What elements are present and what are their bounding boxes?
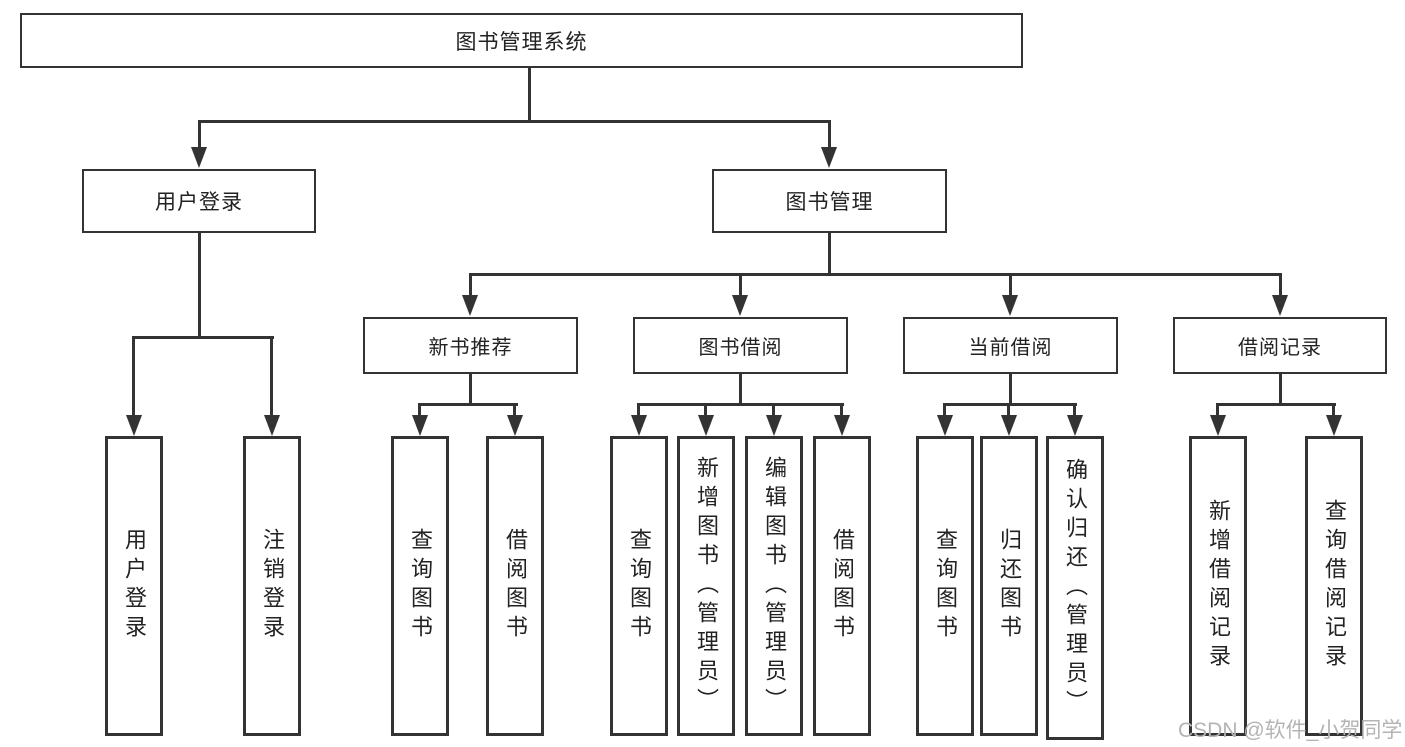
- connector-leaf-drop: [637, 403, 640, 418]
- arrow-down: [191, 147, 207, 168]
- connector-book-mgmt-stem: [828, 233, 831, 273]
- leaf-borrow-books-1-label: 借阅图书: [503, 528, 528, 644]
- connector-leaf-drop: [772, 403, 775, 418]
- node-current-borrow: 当前借阅: [903, 317, 1118, 374]
- leaf-add-books-admin-label: 新增图书（管理员）: [694, 455, 719, 717]
- connector-leaf-drop: [840, 403, 843, 418]
- node-book-borrow-label: 图书借阅: [698, 337, 783, 359]
- node-new-books: 新书推荐: [363, 317, 578, 374]
- connector-leaf-drop: [132, 336, 135, 418]
- csdn-watermark: CSDN @软件_小贺同学: [1178, 719, 1403, 742]
- leaf-query-books-3: 查询图书: [916, 436, 974, 736]
- arrow-down: [412, 415, 428, 436]
- arrow-down: [264, 415, 280, 436]
- node-book-mgmt-label: 图书管理: [785, 191, 874, 214]
- connector-current-borrow-branch: [943, 403, 1077, 406]
- arrow-down: [1002, 295, 1018, 316]
- arrow-down: [937, 415, 953, 436]
- leaf-return-books-label: 归还图书: [997, 528, 1022, 644]
- arrow-down: [1001, 415, 1017, 436]
- leaf-query-books-1-label: 查询图书: [408, 528, 433, 644]
- arrow-down: [1272, 295, 1288, 316]
- arrow-down: [462, 295, 478, 316]
- connector-root-stem: [528, 67, 531, 120]
- connector-leaf-drop: [1216, 403, 1219, 418]
- leaf-query-books-2-label: 查询图书: [627, 528, 652, 644]
- leaf-user-login: 用户登录: [105, 436, 163, 736]
- connector-book-mgmt-branch: [469, 273, 1282, 276]
- connector-leaf-drop: [513, 403, 516, 418]
- leaf-borrow-books-1: 借阅图书: [486, 436, 544, 736]
- node-user-login-label: 用户登录: [155, 191, 243, 214]
- connector-leaf-drop: [1332, 403, 1335, 418]
- leaf-add-books-admin: 新增图书（管理员）: [677, 436, 735, 736]
- connector-borrow-records-branch: [1216, 403, 1336, 406]
- connector-current-borrow-stem: [1009, 374, 1012, 403]
- connector-leaf-drop: [1007, 403, 1010, 418]
- connector-lvl3-drop: [1279, 273, 1282, 298]
- arrow-down: [834, 415, 850, 436]
- connector-leaf-drop: [1073, 403, 1076, 418]
- connector-leaf-drop: [418, 403, 421, 418]
- leaf-borrow-books-2-label: 借阅图书: [830, 528, 855, 644]
- node-borrow-records: 借阅记录: [1173, 317, 1387, 374]
- leaf-add-borrow-record-label: 新增借阅记录: [1206, 499, 1231, 673]
- arrow-down: [698, 415, 714, 436]
- connector-leaf-drop: [270, 336, 273, 418]
- leaf-borrow-books-2: 借阅图书: [813, 436, 871, 736]
- leaf-edit-books-admin: 编辑图书（管理员）: [745, 436, 803, 736]
- connector-user-login-drop: [198, 120, 201, 150]
- node-book-borrow: 图书借阅: [633, 317, 848, 374]
- leaf-query-books-2: 查询图书: [610, 436, 668, 736]
- connector-book-borrow-stem: [739, 374, 742, 403]
- arrow-down: [126, 415, 142, 436]
- leaf-user-login-label: 用户登录: [122, 528, 147, 644]
- connector-leaf-drop: [704, 403, 707, 418]
- leaf-query-books-1: 查询图书: [391, 436, 449, 736]
- arrow-down: [507, 415, 523, 436]
- leaf-edit-books-admin-label: 编辑图书（管理员）: [762, 455, 787, 717]
- arrow-down: [732, 295, 748, 316]
- leaf-query-books-3-label: 查询图书: [933, 528, 958, 644]
- node-root-label: 图书管理系统: [455, 30, 588, 54]
- connector-new-books-branch: [419, 403, 518, 406]
- leaf-return-books: 归还图书: [980, 436, 1038, 736]
- arrow-down: [821, 147, 837, 168]
- node-current-borrow-label: 当前借阅: [968, 337, 1053, 359]
- connector-borrow-records-stem: [1279, 374, 1282, 403]
- connector-book-mgmt-drop: [828, 120, 831, 150]
- connector-lvl3-drop: [469, 273, 472, 298]
- leaf-query-borrow-record-label: 查询借阅记录: [1322, 499, 1347, 673]
- arrow-down: [766, 415, 782, 436]
- leaf-query-borrow-record: 查询借阅记录: [1305, 436, 1363, 736]
- connector-user-login-branch: [133, 336, 274, 339]
- node-borrow-records-label: 借阅记录: [1238, 337, 1322, 359]
- connector-new-books-stem: [469, 374, 472, 403]
- arrow-down: [1326, 415, 1342, 436]
- arrow-down: [631, 415, 647, 436]
- leaf-confirm-return-admin-label: 确认归还（管理员）: [1063, 457, 1088, 719]
- leaf-confirm-return-admin: 确认归还（管理员）: [1046, 436, 1104, 740]
- connector-lvl3-drop: [1009, 273, 1012, 298]
- node-user-login: 用户登录: [82, 169, 316, 233]
- connector-user-login-stem: [198, 233, 201, 336]
- connector-lvl3-drop: [739, 273, 742, 298]
- node-root: 图书管理系统: [20, 13, 1023, 68]
- node-book-mgmt: 图书管理: [712, 169, 947, 233]
- leaf-logout: 注销登录: [243, 436, 301, 736]
- node-new-books-label: 新书推荐: [428, 337, 513, 359]
- connector-root-branch: [198, 120, 831, 123]
- arrow-down: [1067, 415, 1083, 436]
- connector-book-borrow-branch: [637, 403, 844, 406]
- connector-leaf-drop: [943, 403, 946, 418]
- arrow-down: [1210, 415, 1226, 436]
- leaf-add-borrow-record: 新增借阅记录: [1189, 436, 1247, 736]
- leaf-logout-label: 注销登录: [260, 528, 285, 644]
